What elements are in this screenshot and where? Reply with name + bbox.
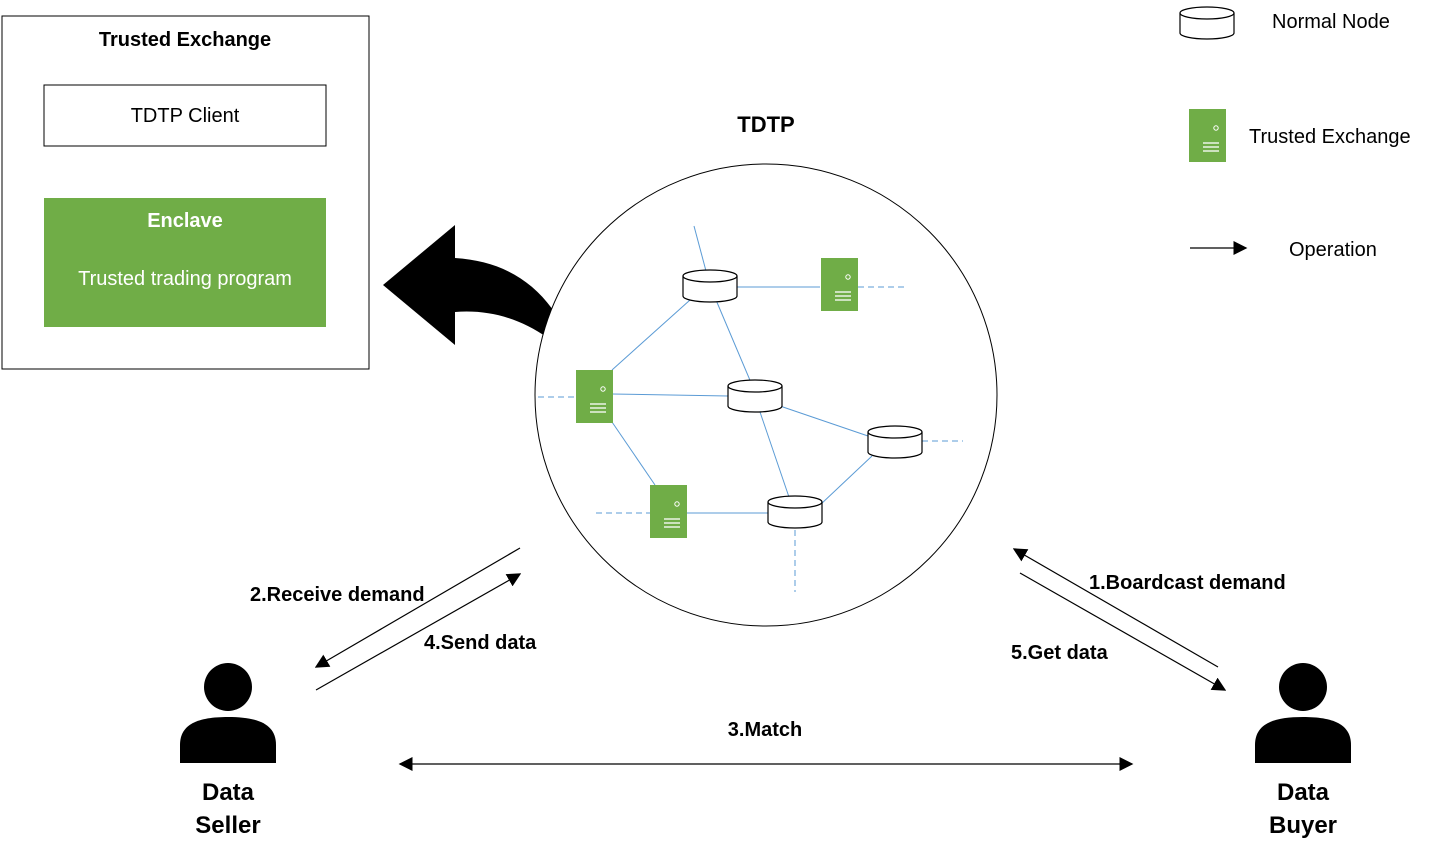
enclave-box [44,198,326,327]
link [759,411,791,501]
legend-trusted-exchange-label: Trusted Exchange [1249,126,1411,148]
broadcast-demand-arrow [1012,548,1219,668]
tdtp-title: TDTP [737,112,794,137]
trusted-trading-program-label: Trusted trading program [78,268,292,290]
network-links [611,225,873,514]
link [611,421,656,486]
tdtp-client-box [43,84,327,147]
normal-node [767,495,823,529]
normal-node-icon [1179,6,1235,40]
trusted-exchange-node [575,369,614,424]
expand-arrow [383,225,580,368]
legend: Normal Node Trusted Exchange Operation [1179,6,1411,261]
step4-label: 4.Send data [424,632,537,654]
link [611,299,691,371]
receive-demand-arrow [314,547,521,668]
seller-label-line1: Data [202,779,255,806]
link [779,405,869,437]
normal-node [682,269,738,303]
buyer-label-line2: Buyer [1269,812,1337,839]
normal-node [727,379,783,413]
step2-label: 2.Receive demand [250,584,425,606]
data-buyer-person-icon [1255,663,1351,763]
step1-label: 1.Boardcast demand [1089,572,1286,594]
trusted-exchange-panel: Trusted Exchange TDTP Client Enclave Tru… [1,15,370,370]
step5-label: 5.Get data [1011,642,1109,664]
link [715,299,753,386]
get-data-arrow [1019,572,1227,691]
trusted-exchange-node [820,257,859,312]
step3-label: 3.Match [728,719,802,741]
network-open-links [538,286,963,592]
trusted-exchange-title: Trusted Exchange [99,29,271,51]
trusted-exchange-icon [1188,108,1227,163]
send-data-arrow [315,573,522,691]
enclave-title: Enclave [147,210,223,232]
tdtp-client-label: TDTP Client [131,105,240,127]
trusted-exchange-node [649,484,688,539]
legend-operation-label: Operation [1289,239,1377,261]
buyer-label-line1: Data [1277,779,1330,806]
link [611,393,729,397]
data-seller-person-icon [180,663,276,763]
normal-node [867,425,923,459]
seller-label-line2: Seller [195,812,260,839]
link [819,455,873,506]
legend-normal-node-label: Normal Node [1272,11,1390,33]
